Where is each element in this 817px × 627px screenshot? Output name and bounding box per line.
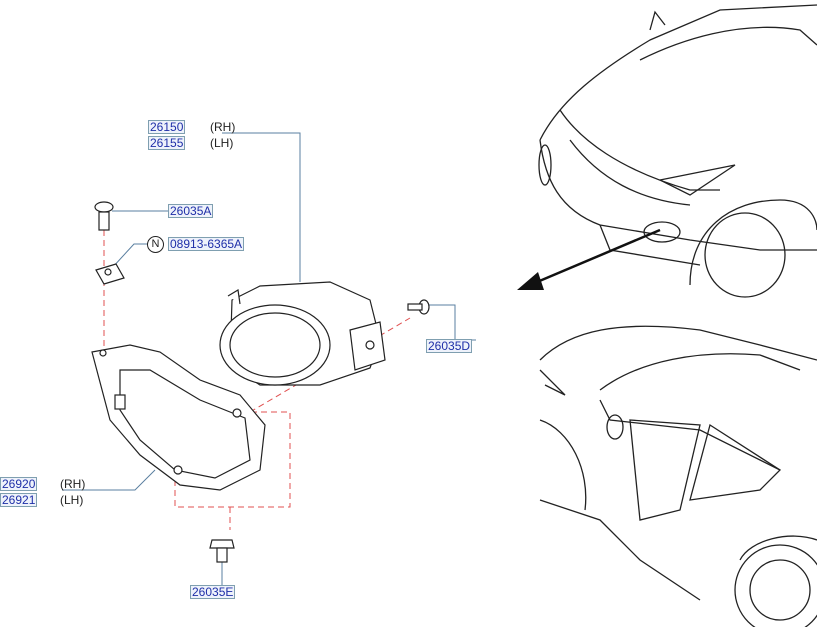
vehicle-front-sketch bbox=[538, 4, 817, 298]
part-number-26921[interactable]: 26921 bbox=[0, 493, 38, 507]
note-n-symbol: N bbox=[147, 236, 164, 253]
fasteners bbox=[94, 201, 430, 563]
bracket bbox=[91, 344, 266, 491]
side-label-rh: (RH) bbox=[210, 120, 236, 134]
fog-lamp bbox=[219, 281, 386, 386]
part-number-26035e[interactable]: 26035E bbox=[190, 585, 236, 599]
part-number-26150[interactable]: 26150 bbox=[148, 120, 186, 134]
part-number-26035a[interactable]: 26035A bbox=[168, 204, 214, 218]
part-number-26035d[interactable]: 26035D bbox=[426, 339, 473, 353]
side-label-lh: (LH) bbox=[60, 493, 84, 507]
side-label-rh: (RH) bbox=[60, 477, 86, 491]
part-number-08913-6365a[interactable]: 08913-6365A bbox=[168, 237, 245, 251]
side-label-lh: (LH) bbox=[210, 136, 234, 150]
part-number-26155[interactable]: 26155 bbox=[148, 136, 186, 150]
vehicle-rear-sketch bbox=[539, 325, 817, 627]
part-number-26920[interactable]: 26920 bbox=[0, 477, 38, 491]
direction-arrow bbox=[517, 228, 661, 290]
